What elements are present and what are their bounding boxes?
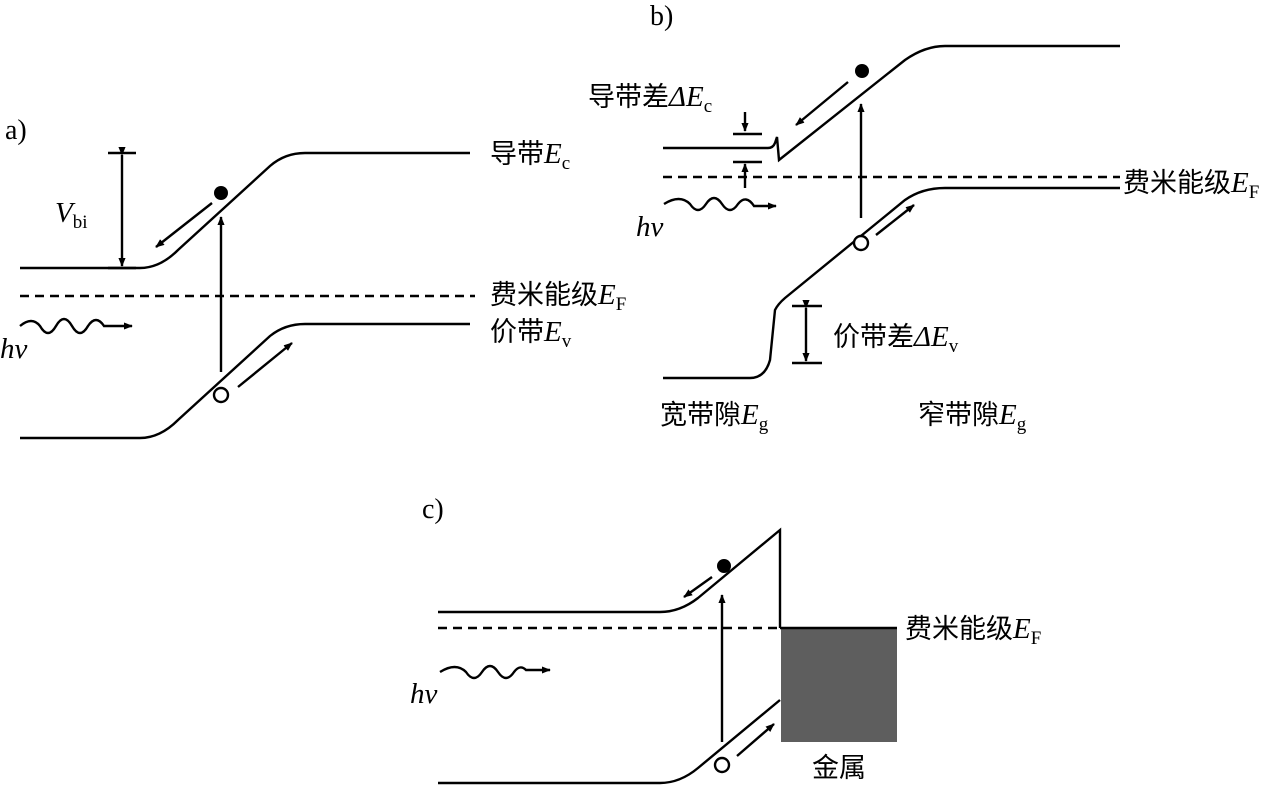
wide-gap-label: 宽带隙Eg <box>660 399 769 435</box>
valence-band-edge <box>438 699 781 785</box>
fermi-level-label: 费米能级EF <box>905 613 1041 649</box>
panel-b: b) 导带差ΔEc 费米能级EF 价带差ΔEv 宽带隙Eg 窄带隙Eg hv <box>588 1 1259 435</box>
valence-band-edge <box>663 186 1120 380</box>
conduction-band-edge <box>20 151 470 270</box>
vb-offset-label: 价带差ΔEv <box>833 321 959 357</box>
photon-wave-icon <box>663 196 777 212</box>
panel-b-tag: b) <box>650 1 673 32</box>
hole-circle <box>852 234 870 252</box>
electron-dot <box>717 559 731 573</box>
panel-a: a) 导带Ec 费米能级EF 价带Ev Vbi hv <box>0 115 626 440</box>
electron-dot <box>855 64 869 78</box>
photon-wave-icon <box>439 664 551 680</box>
hole-drift-arrow <box>875 204 915 236</box>
fermi-level-label: 费米能级EF <box>1123 167 1259 203</box>
panel-c-tag: c) <box>422 494 444 525</box>
electron-drift-arrow <box>795 81 849 126</box>
conduction-band-edge <box>663 44 1120 163</box>
hole-circle <box>212 386 230 404</box>
photon-label: hv <box>410 678 438 710</box>
electron-drift-arrow <box>155 202 213 248</box>
narrow-gap-label: 窄带隙Eg <box>918 399 1027 435</box>
panel-a-tag: a) <box>5 115 27 146</box>
valence-band-label: 价带Ev <box>490 316 572 352</box>
photon-label: hv <box>636 211 664 243</box>
photon-label: hv <box>0 333 28 365</box>
metal-label: 金属 <box>812 753 866 784</box>
panel-c: c) 费米能级EF 金属 hv <box>410 494 1041 785</box>
conduction-band-edge <box>438 527 782 628</box>
hole-drift-arrow <box>736 723 775 757</box>
hole-circle <box>713 756 731 774</box>
fermi-level-label: 费米能级EF <box>490 279 626 315</box>
photon-wave-icon <box>19 317 133 335</box>
electron-drift-arrow <box>683 576 713 598</box>
hole-drift-arrow <box>237 342 293 388</box>
metal-block <box>781 628 897 742</box>
valence-band-edge <box>20 322 470 440</box>
vbi-label: Vbi <box>55 197 88 233</box>
conduction-band-label: 导带Ec <box>490 138 570 174</box>
cb-offset-label: 导带差ΔEc <box>588 81 712 117</box>
electron-dot <box>214 186 228 200</box>
